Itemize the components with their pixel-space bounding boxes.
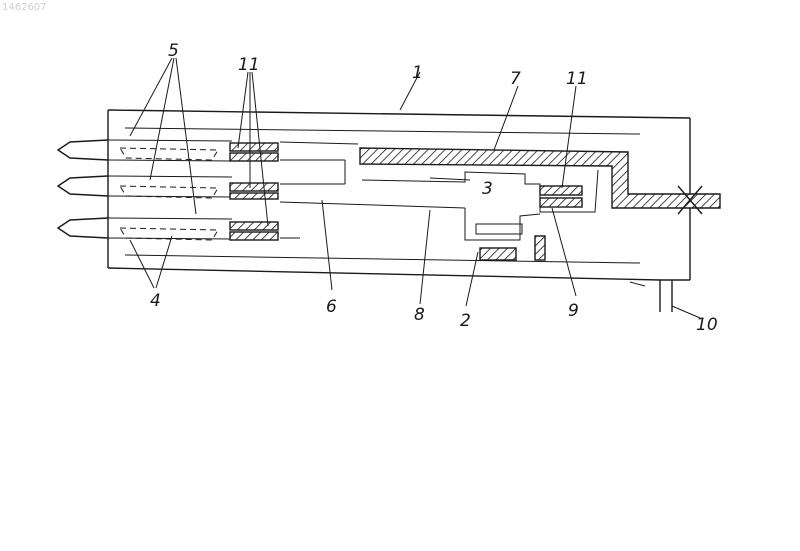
- label-7: 7: [510, 69, 521, 89]
- label-11-left: 11: [238, 55, 260, 75]
- watermark-text: 1462607: [2, 2, 47, 13]
- port-10: [660, 280, 700, 318]
- coils-11-left: [230, 143, 278, 240]
- label-3: 3: [482, 179, 493, 199]
- label-1: 1: [412, 63, 423, 83]
- label-8: 8: [414, 305, 425, 325]
- label-10: 10: [696, 315, 718, 335]
- nozzle-top: [58, 140, 108, 160]
- nozzle-middle: [58, 176, 108, 196]
- label-6: 6: [326, 297, 337, 317]
- label-9: 9: [568, 301, 579, 321]
- outer-housing: [108, 110, 690, 286]
- label-11-right: 11: [566, 69, 588, 89]
- label-2: 2: [460, 311, 471, 331]
- electrode-4: [120, 148, 218, 240]
- leader-lines: [130, 58, 576, 306]
- part-2: [476, 224, 545, 260]
- label-5: 5: [168, 41, 179, 61]
- coils-11-right: [540, 186, 582, 207]
- label-4: 4: [150, 291, 161, 311]
- nozzle-bottom: [58, 218, 108, 238]
